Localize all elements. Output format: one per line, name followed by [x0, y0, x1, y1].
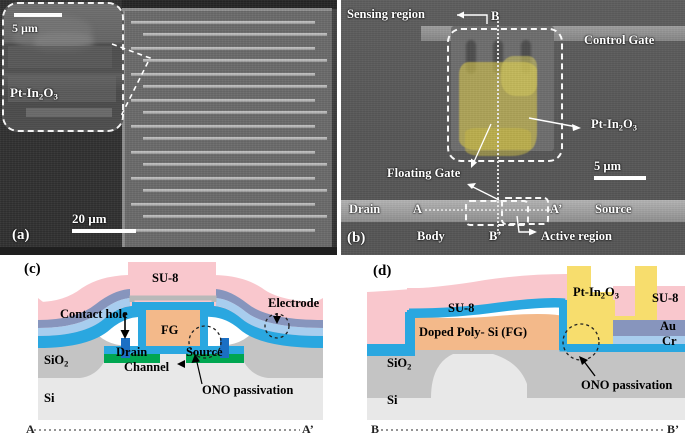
marker-a-left: A: [413, 202, 423, 216]
panel-a-inset-magnified-view: [2, 2, 124, 132]
sio2-left-d: [367, 350, 453, 398]
contact-hole-label: Contact hole: [60, 307, 128, 321]
marker-a-right: A’: [550, 202, 563, 216]
cr-layer-c-right: [216, 298, 323, 336]
si-label-d: Si: [387, 393, 398, 407]
ono-callout-circle-d: [562, 323, 600, 361]
panel-b-id: (b): [347, 230, 366, 246]
pt-in2o3-right-rib-d: [635, 266, 657, 320]
contact-hole-drain: [121, 338, 130, 358]
control-gate-label: Control Gate: [584, 33, 655, 47]
cut-label-b-prime: B’: [667, 422, 679, 436]
doped-polysi-fg-label-d: Doped Poly- Si (FG): [419, 325, 527, 339]
inset-scale-bar: [14, 13, 62, 17]
pt-in2o3-flake-upper: [501, 56, 537, 96]
sem-top-edge: [122, 0, 337, 9]
inset-scale-bar-label: 5 µm: [12, 21, 38, 35]
aa-section-line: [425, 209, 555, 211]
panel-c-cross-section-aa: (c) SU-8 Contact hole Electrode FG Drain…: [0, 258, 337, 438]
panel-d-cross-section-bb: (d) SU-8 Pt-In2O3 SU-8 Au Cr Doped Poly-…: [345, 258, 685, 438]
panel-b-sem-image: Sensing region B Control Gate Pt-In2O3 F…: [341, 0, 685, 255]
bb-section-line: [497, 18, 499, 234]
channel-label-c: Channel: [124, 360, 170, 374]
panel-b-scale-bar: [594, 176, 646, 180]
interdigitated-electrode-array: [122, 8, 332, 251]
panel-b-scale-bar-label: 5 µm: [594, 159, 621, 173]
electrode-label: Electrode: [268, 296, 320, 310]
ono-label-c: ONO passivation: [202, 383, 294, 397]
fg-label-c: FG: [161, 323, 179, 337]
si-label-c: Si: [44, 391, 55, 405]
inset-material-label: Pt-In2O3: [10, 85, 58, 102]
floating-gate-label: Floating Gate: [387, 166, 461, 180]
sio2-label-d: SiO2: [387, 356, 412, 372]
cut-label-b: B: [371, 422, 380, 436]
floating-gate-block-c: [146, 310, 200, 352]
sio2-label-c: SiO2: [44, 353, 69, 369]
au-layer-c-left: [38, 289, 130, 328]
sensing-region-outline: [447, 28, 563, 162]
panel-b-noise-texture: [341, 0, 685, 255]
marker-b-bottom: B’: [489, 229, 502, 243]
cr-label-d: Cr: [662, 334, 677, 348]
panel-d-schematic: [367, 266, 685, 431]
ono-label-d: ONO passivation: [581, 378, 673, 392]
panel-a-scale-bar: [72, 229, 136, 233]
sem-bottom-edge: [0, 247, 337, 255]
drain-label-c: Drain: [116, 345, 148, 359]
su8-label-d: SU-8: [448, 301, 475, 315]
source-label: Source: [595, 202, 632, 216]
ono-callout-circle-c: [188, 325, 222, 359]
panel-c-id: (c): [24, 261, 41, 277]
drain-label: Drain: [349, 202, 381, 216]
cr-layer-c-left: [38, 298, 130, 336]
panel-a-sem-image: 5 µm Pt-In2O3 20 µm (a): [0, 0, 337, 255]
cut-label-a: A: [26, 422, 35, 436]
cut-label-a-prime: A’: [302, 422, 314, 436]
panel-d-id: (d): [373, 263, 392, 279]
au-label-d: Au: [660, 319, 676, 333]
pt-in2o3-label-d: Pt-In2O3: [573, 285, 620, 301]
su8-right-label-d: SU-8: [652, 291, 679, 305]
au-layer-d: [613, 320, 685, 336]
pad-slot-1: [466, 40, 476, 74]
drain-source-bar: [341, 200, 685, 222]
marker-b-top: B: [491, 9, 500, 23]
pt-in2o3-label: Pt-In2O3: [591, 117, 638, 133]
body-label: Body: [417, 229, 445, 243]
panel-a-scale-bar-label: 20 µm: [72, 211, 107, 226]
contact-hole-source: [220, 338, 229, 358]
source-label-c: Source: [186, 345, 223, 359]
sensing-region-label: Sensing region: [347, 7, 425, 21]
active-region-label: Active region: [541, 229, 612, 243]
panel-c-schematic: [34, 262, 324, 431]
au-layer-c-right: [216, 289, 323, 328]
panel-a-id: (a): [12, 227, 30, 243]
su8-label-c: SU-8: [152, 271, 179, 285]
